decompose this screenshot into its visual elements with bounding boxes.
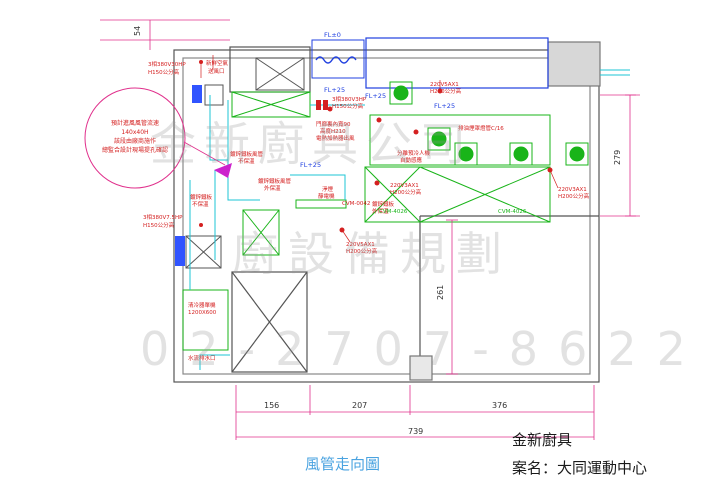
- lbl-duct-d: 鍍鋅鐵板: [372, 200, 395, 208]
- lbl-duct-e: 淨煙: [322, 185, 334, 193]
- lbl-cvm-c: CVM-4026: [498, 209, 527, 215]
- lbl-ceiling3: 電熱加熱器出風: [316, 134, 355, 142]
- dim-54: 54: [133, 26, 142, 36]
- note-line-2: 140x40H: [121, 129, 148, 136]
- dimension-labels: 54 279 261 156 207 376 739: [133, 26, 622, 436]
- lbl-duct-c: 鍍鋅鐵板風管: [258, 177, 292, 185]
- dim-376: 376: [492, 401, 507, 410]
- dim-739: 739: [408, 427, 423, 436]
- external-pipe: [600, 69, 630, 76]
- lbl-220-b: 220V3AX1: [390, 183, 419, 189]
- note-line-4: 總監合設計現場提孔確認: [102, 146, 168, 154]
- lbl-panel: 分離預冷人機: [397, 149, 431, 157]
- lbl-drain: 水流排水口: [188, 354, 216, 362]
- note-line-3: 該段由廠商施作: [114, 137, 156, 145]
- lbl-cvm-b: CVM-4026: [379, 209, 408, 215]
- lbl-220-d: 220V3AX1: [558, 187, 587, 193]
- lbl-duct-a2: 不保溫: [238, 157, 255, 165]
- lbl-duct-d2: 外保溫: [372, 207, 389, 215]
- lbl-ceiling2: 高度H210: [320, 127, 346, 135]
- leader-lines: [200, 55, 559, 243]
- dim-261: 261: [436, 285, 445, 300]
- ducts-cyan: [189, 95, 365, 370]
- lbl-3phase-mid2: H150公分高: [332, 102, 364, 110]
- lbl-3phase-low2: H150公分高: [143, 221, 175, 229]
- project-name: 案名：大同運動中心: [512, 459, 648, 477]
- hvac-unit-top: [192, 57, 305, 106]
- lbl-duct-a: 鍍鋅鐵板風管: [230, 150, 264, 158]
- fl-25-c: FL+25: [434, 102, 455, 110]
- lbl-hood: 排油煙罩燈管C/16: [458, 124, 504, 132]
- hood-fan-group: [389, 81, 589, 166]
- duct-blue-top: [311, 37, 549, 89]
- lbl-220-d2: H200公分高: [558, 192, 590, 200]
- note-callout: [84, 87, 232, 189]
- company-name: 金新廚具: [512, 431, 573, 449]
- lbl-220-c2: H200公分高: [346, 247, 378, 255]
- dimension-lines: [100, 19, 640, 440]
- lbl-3phase-mid: 3相380V3HP: [332, 95, 367, 103]
- note-callout-text: 預計進風風管流速 140x40H 該段由廠商施作 總監合設計現場提孔確認: [102, 119, 168, 154]
- lbl-duct-c2: 外保溫: [264, 184, 281, 192]
- lbl-supply2: 送風口: [208, 67, 225, 75]
- lbl-220-b2: H200公分高: [390, 188, 422, 196]
- note-line-1: 預計進風風管流速: [111, 119, 159, 127]
- lbl-supply: 新鮮空氣: [206, 59, 229, 67]
- dim-156: 156: [264, 401, 279, 410]
- ducts-green: [182, 91, 551, 351]
- dim-207: 207: [352, 401, 367, 410]
- lbl-3phase-top: 3相380V30HP: [148, 60, 186, 68]
- dim-279: 279: [613, 150, 622, 165]
- lbl-3phase-top2: H150公分高: [148, 68, 180, 76]
- lbl-220-a2: H200公分高: [430, 87, 462, 95]
- lbl-panel2: 自動感應: [400, 156, 423, 164]
- lbl-duct-b2: 不保溫: [192, 200, 209, 208]
- hvac-unit-lower: [175, 235, 222, 269]
- fl-25-b: FL+25: [300, 161, 321, 169]
- lbl-duct-e2: 靜電機: [318, 192, 335, 200]
- diagram-title: 風管走向圖: [305, 455, 381, 473]
- lbl-sink: 清冷器單機: [188, 301, 216, 309]
- lbl-cvm-a: CVM-0042: [342, 201, 370, 207]
- lbl-ceiling: 門廊裏內寬90: [316, 120, 351, 128]
- fl-25-a: FL+25: [324, 86, 345, 94]
- lbl-3phase-low: 3相380V7.5HP: [143, 213, 183, 221]
- lbl-220-c: 220V5AX1: [346, 242, 375, 248]
- electrical-markers: [199, 60, 553, 233]
- fl-25-d: FL+25: [365, 92, 386, 100]
- lbl-duct-b: 鍍鋅鐵板: [190, 193, 213, 201]
- lbl-sink2: 1200X600: [188, 310, 217, 316]
- lbl-220-a: 220V5AX1: [430, 82, 459, 88]
- fl-top: FL±0: [324, 31, 341, 39]
- annotations: 3相380V30HP H150公分高 新鮮空氣 送風口 3相380V3HP H1…: [143, 59, 590, 362]
- floor-level-markers: FL±0 FL+25 FL+25 FL+25 FL+25: [300, 31, 455, 169]
